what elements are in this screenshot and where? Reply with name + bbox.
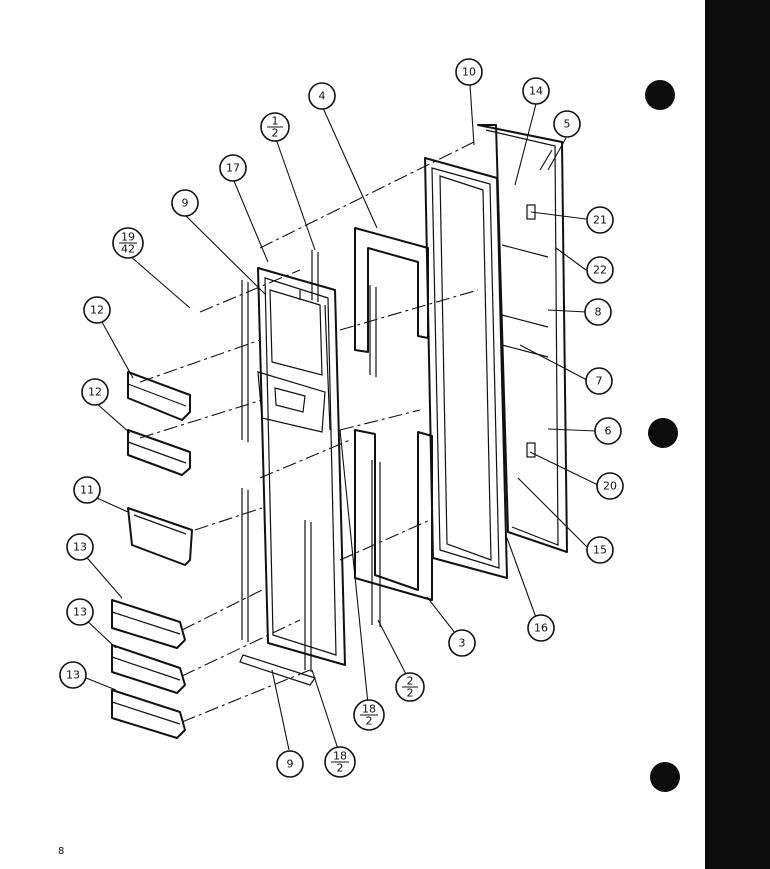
svg-text:12: 12 (88, 386, 102, 399)
svg-text:2: 2 (366, 715, 373, 728)
svg-text:11: 11 (80, 484, 94, 497)
svg-text:18: 18 (362, 703, 376, 716)
svg-text:20: 20 (603, 480, 617, 493)
callout-6: 6 (594, 417, 622, 445)
binder-hole-middle (648, 418, 678, 448)
svg-text:13: 13 (73, 541, 87, 554)
callout-7: 7 (585, 367, 613, 395)
callout-3: 3 (448, 629, 476, 657)
callout-21: 21 (586, 206, 614, 234)
callout-10: 10 (455, 58, 483, 86)
svg-text:14: 14 (529, 85, 543, 98)
svg-text:12: 12 (90, 304, 104, 317)
svg-text:16: 16 (534, 622, 548, 635)
svg-text:2: 2 (272, 127, 279, 140)
svg-text:2: 2 (407, 675, 414, 688)
callout-17: 17 (219, 154, 247, 182)
svg-text:19: 19 (121, 231, 135, 244)
callout-13-first: 13 (66, 533, 94, 561)
callout-8: 8 (584, 298, 612, 326)
callout-19-over-42: 19 42 (112, 227, 144, 259)
callout-22: 22 (586, 256, 614, 284)
callout-9-top: 9 (171, 189, 199, 217)
callout-12-second: 12 (81, 378, 109, 406)
svg-text:13: 13 (66, 669, 80, 682)
binder-hole-bottom (650, 762, 680, 792)
svg-text:1: 1 (272, 115, 279, 128)
callout-13-third: 13 (59, 661, 87, 689)
callout-20: 20 (596, 472, 624, 500)
svg-text:6: 6 (605, 425, 612, 438)
outer-door-panel (477, 124, 568, 553)
svg-text:17: 17 (226, 162, 240, 175)
svg-text:4: 4 (319, 90, 326, 103)
leader-lines (81, 84, 599, 751)
svg-text:9: 9 (287, 758, 294, 771)
svg-text:2: 2 (407, 687, 414, 700)
callout-16: 16 (527, 614, 555, 642)
svg-text:15: 15 (593, 544, 607, 557)
callouts: 10 14 5 4 1 2 17 9 19 42 12 12 11 13 13 … (59, 58, 624, 778)
svg-text:13: 13 (73, 606, 87, 619)
page-number: 8 (58, 846, 65, 857)
callout-18-over-2-lower: 18 2 (324, 746, 356, 778)
door-frame (424, 157, 508, 579)
door-bins (111, 371, 193, 739)
callout-18-over-2-upper: 18 2 (353, 699, 385, 731)
svg-text:3: 3 (459, 637, 466, 650)
svg-text:9: 9 (182, 197, 189, 210)
callout-1-over-2: 1 2 (260, 112, 290, 142)
callout-2-over-2: 2 2 (395, 672, 425, 702)
svg-text:42: 42 (121, 243, 135, 256)
callout-14: 14 (522, 77, 550, 105)
callout-4: 4 (308, 82, 336, 110)
dispenser-liner-panel (239, 250, 346, 686)
svg-text:8: 8 (595, 306, 602, 319)
callout-9-bottom: 9 (276, 750, 304, 778)
svg-text:21: 21 (593, 214, 607, 227)
callout-5: 5 (553, 110, 581, 138)
page-edge-black-bar (705, 0, 770, 869)
svg-text:7: 7 (596, 375, 603, 388)
svg-text:22: 22 (593, 264, 607, 277)
svg-text:10: 10 (462, 66, 476, 79)
callout-11: 11 (73, 476, 101, 504)
svg-text:2: 2 (337, 762, 344, 775)
svg-text:5: 5 (564, 118, 571, 131)
inner-liner-frame (354, 227, 433, 627)
callout-15: 15 (586, 536, 614, 564)
binder-hole-top (645, 80, 675, 110)
svg-text:18: 18 (333, 750, 347, 763)
callout-12-top: 12 (83, 296, 111, 324)
alignment-lines (139, 139, 479, 723)
callout-13-second: 13 (66, 598, 94, 626)
